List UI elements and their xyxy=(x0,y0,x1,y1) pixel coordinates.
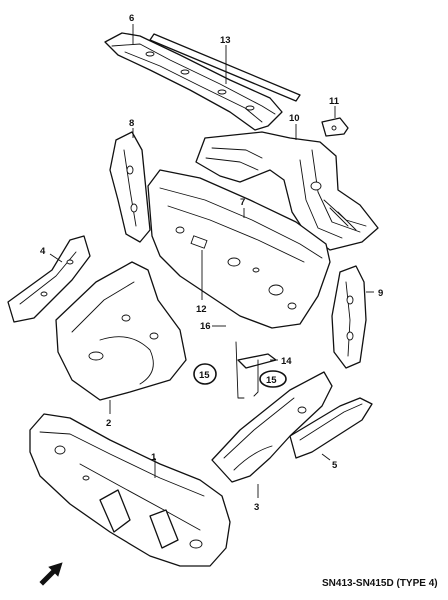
callout-8: 8 xyxy=(129,118,134,129)
callout-4: 4 xyxy=(40,246,46,257)
callout-15-right: 15 xyxy=(266,375,277,386)
callout-15-left-ring xyxy=(193,363,217,385)
part-11-bracket xyxy=(321,117,349,137)
callout-1: 1 xyxy=(151,452,157,463)
callout-15-left: 15 xyxy=(199,370,210,381)
part-8-pillar-left xyxy=(109,131,151,243)
part-10-floor-panel xyxy=(195,131,379,251)
part-2-front-apron xyxy=(55,261,187,401)
callout-3: 3 xyxy=(254,502,259,513)
part-9-pillar-right xyxy=(331,265,367,369)
part-3-right-apron xyxy=(211,371,333,483)
part-14-brace xyxy=(237,353,277,369)
part-13-strip xyxy=(149,33,301,102)
callout-11: 11 xyxy=(329,96,340,107)
callout-6: 6 xyxy=(129,13,134,24)
callout-5: 5 xyxy=(332,460,338,471)
front-arrow-icon xyxy=(39,562,63,586)
callout-16: 16 xyxy=(200,321,211,332)
part-4-side-rail xyxy=(7,235,91,323)
part-5-right-rail xyxy=(289,397,373,459)
callout-7: 7 xyxy=(240,197,245,208)
diagram-caption: SN413-SN415D (TYPE 4) xyxy=(322,578,438,589)
callout-9: 9 xyxy=(378,288,383,299)
callout-2: 2 xyxy=(106,418,111,429)
callout-14: 14 xyxy=(281,356,292,367)
part-7-dash-panel xyxy=(147,169,331,329)
part-6-roof-rail xyxy=(104,32,283,131)
callout-13: 13 xyxy=(220,35,231,46)
leader-lines xyxy=(49,24,374,498)
callout-10: 10 xyxy=(289,113,300,124)
part-15-bolt-right xyxy=(253,359,259,397)
callout-15-right-ring xyxy=(259,370,287,388)
callout-12: 12 xyxy=(196,304,207,315)
part-15-bolt-left xyxy=(235,341,245,399)
part-1-front-panel xyxy=(29,413,231,567)
callout-labels: 1 2 3 4 5 6 7 8 9 10 11 12 13 14 15 15 1… xyxy=(40,13,383,513)
